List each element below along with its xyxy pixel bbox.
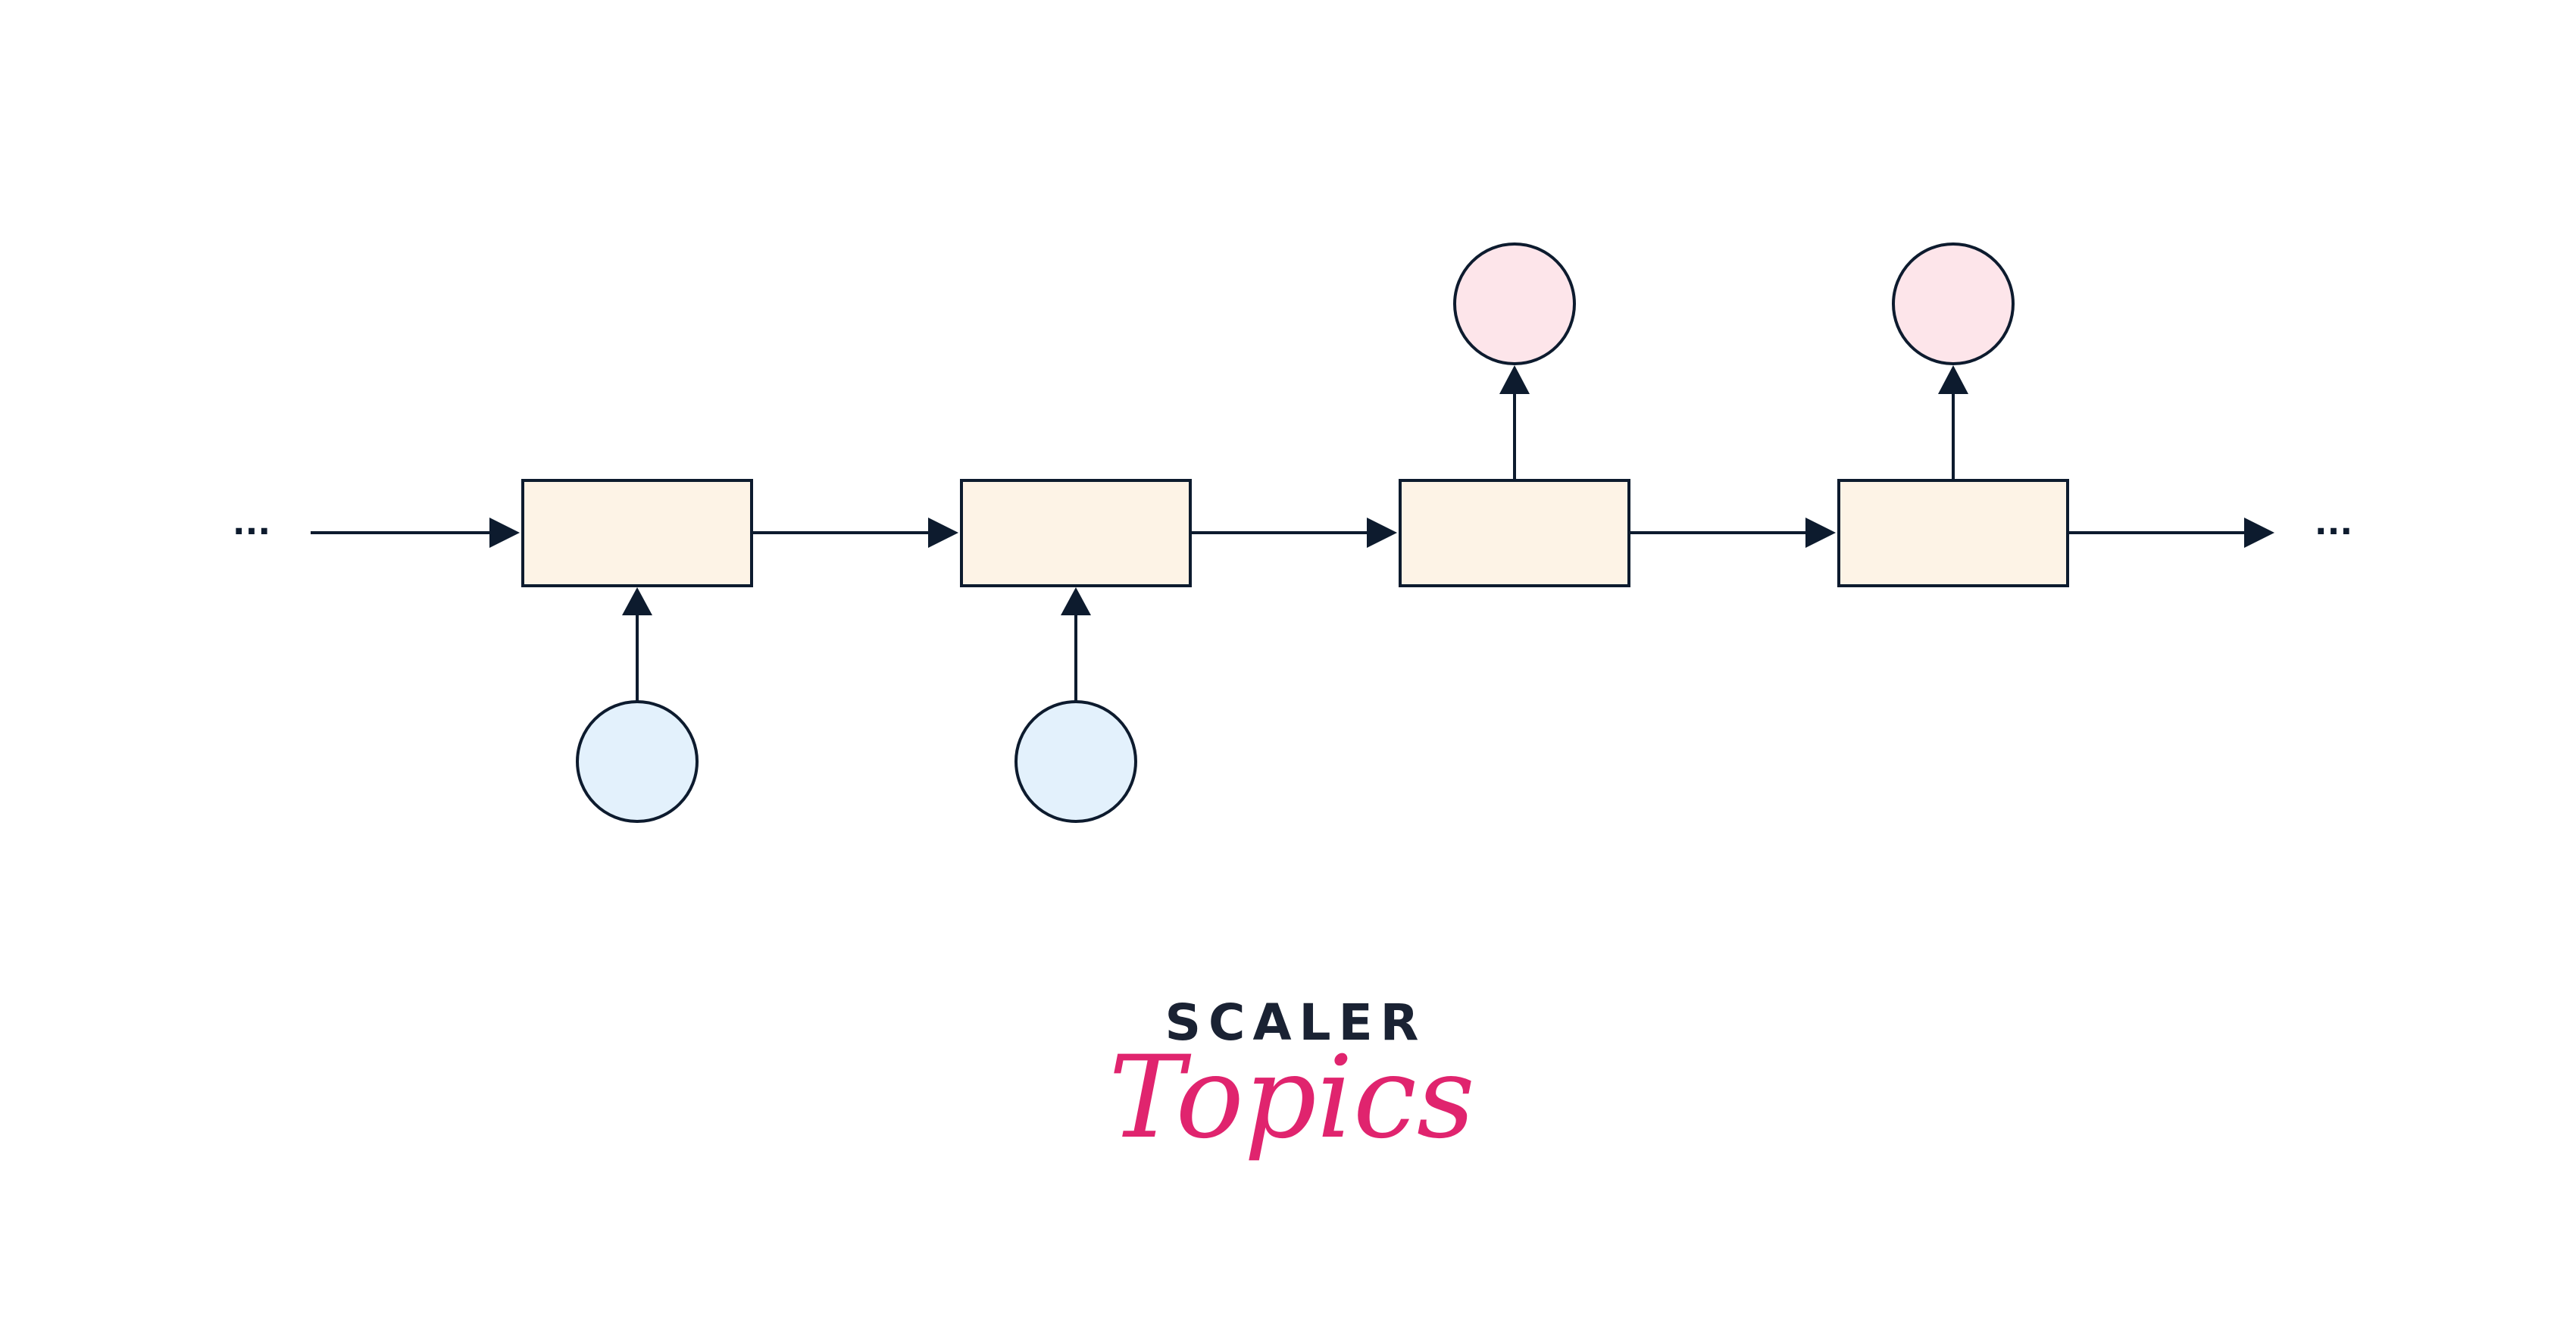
rnn-cell-2 — [960, 479, 1192, 587]
rnn-cell-1 — [521, 479, 753, 587]
input-node-1 — [576, 700, 699, 823]
right-ellipsis: ... — [2315, 504, 2352, 543]
arrowhead — [622, 587, 652, 615]
recurrent-arrowheads — [489, 518, 2274, 548]
arrowhead — [1499, 365, 1530, 394]
output-arrows — [1499, 365, 1968, 480]
input-arrows — [622, 587, 1091, 702]
output-node-4 — [1892, 242, 2015, 365]
output-node-3 — [1453, 242, 1576, 365]
arrowhead — [1938, 365, 1968, 394]
input-nodes — [576, 700, 1137, 823]
rnn-cell-3 — [1399, 479, 1630, 587]
arrowhead — [1061, 587, 1091, 615]
arrowhead — [928, 518, 958, 548]
logo-topics-text: Topics — [1108, 1032, 1475, 1164]
rnn-cell-4 — [1837, 479, 2069, 587]
output-nodes — [1453, 242, 2015, 365]
arrowhead — [1367, 518, 1397, 548]
scaler-topics-logo: SCALER Topics — [1108, 993, 1475, 1164]
input-node-2 — [1014, 700, 1137, 823]
arrowhead — [489, 518, 520, 548]
logo-scaler-text: SCALER — [1165, 993, 1426, 1052]
arrowhead — [1805, 518, 1836, 548]
left-ellipsis: ... — [233, 504, 270, 543]
rnn-cells — [521, 479, 2069, 587]
arrowhead — [2244, 518, 2274, 548]
